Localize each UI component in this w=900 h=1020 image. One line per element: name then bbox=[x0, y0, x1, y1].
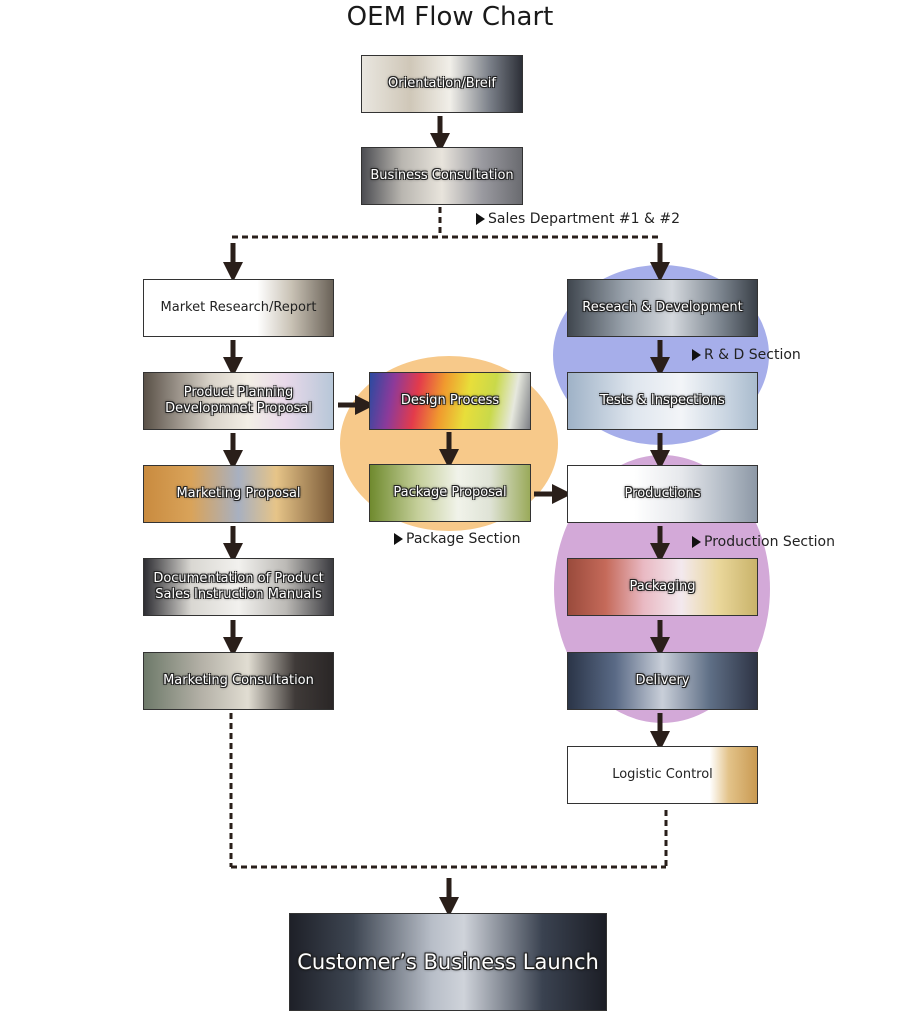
production-section-label: Production Section bbox=[692, 534, 835, 550]
step-tests-inspections-label: Tests & Inspections bbox=[600, 393, 725, 408]
triangle-marker-icon bbox=[476, 213, 485, 225]
step-business-consultation-label: Business Consultation bbox=[370, 168, 514, 183]
step-documentation: Documentation of Product Sales Instructi… bbox=[143, 558, 334, 616]
step-documentation-label: Documentation of Product Sales Instructi… bbox=[153, 571, 324, 602]
step-research-development-label: Reseach & Development bbox=[582, 300, 743, 315]
step-logistic-control: Logistic Control bbox=[567, 746, 758, 804]
step-package-proposal: Package Proposal bbox=[369, 464, 531, 522]
step-delivery-label: Delivery bbox=[635, 673, 690, 688]
step-design-process: Design Process bbox=[369, 372, 531, 430]
step-package-proposal-label: Package Proposal bbox=[393, 485, 507, 500]
triangle-marker-icon bbox=[692, 349, 701, 361]
triangle-marker-icon bbox=[394, 533, 403, 545]
step-tests-inspections: Tests & Inspections bbox=[567, 372, 758, 430]
step-orientation-label: Orientation/Breif bbox=[388, 76, 496, 91]
sales-department-label: Sales Department #1 & #2 bbox=[476, 211, 680, 227]
step-product-planning-label: Product Planning Developmnet Proposal bbox=[165, 385, 312, 416]
step-marketing-consultation: Marketing Consultation bbox=[143, 652, 334, 710]
step-marketing-consultation-label: Marketing Consultation bbox=[163, 673, 314, 688]
step-design-process-label: Design Process bbox=[400, 393, 500, 408]
step-market-research-label: Market Research/Report bbox=[160, 300, 317, 315]
step-customers-business-launch: Customer’s Business Launch bbox=[289, 913, 607, 1011]
step-packaging: Packaging bbox=[567, 558, 758, 616]
step-research-development: Reseach & Development bbox=[567, 279, 758, 337]
step-productions-label: Productions bbox=[624, 486, 701, 501]
page-title: OEM Flow Chart bbox=[346, 2, 554, 32]
step-market-research: Market Research/Report bbox=[143, 279, 334, 337]
step-logistic-control-label: Logistic Control bbox=[612, 767, 713, 782]
step-customers-business-launch-label: Customer’s Business Launch bbox=[297, 950, 599, 974]
step-marketing-proposal-label: Marketing Proposal bbox=[176, 486, 301, 501]
step-marketing-proposal: Marketing Proposal bbox=[143, 465, 334, 523]
step-orientation: Orientation/Breif bbox=[361, 55, 523, 113]
step-productions: Productions bbox=[567, 465, 758, 523]
rd-section-label: R & D Section bbox=[692, 347, 801, 363]
step-packaging-label: Packaging bbox=[629, 579, 696, 594]
step-delivery: Delivery bbox=[567, 652, 758, 710]
step-business-consultation: Business Consultation bbox=[361, 147, 523, 205]
package-section-label: Package Section bbox=[394, 531, 521, 547]
triangle-marker-icon bbox=[692, 536, 701, 548]
step-product-planning: Product Planning Developmnet Proposal bbox=[143, 372, 334, 430]
